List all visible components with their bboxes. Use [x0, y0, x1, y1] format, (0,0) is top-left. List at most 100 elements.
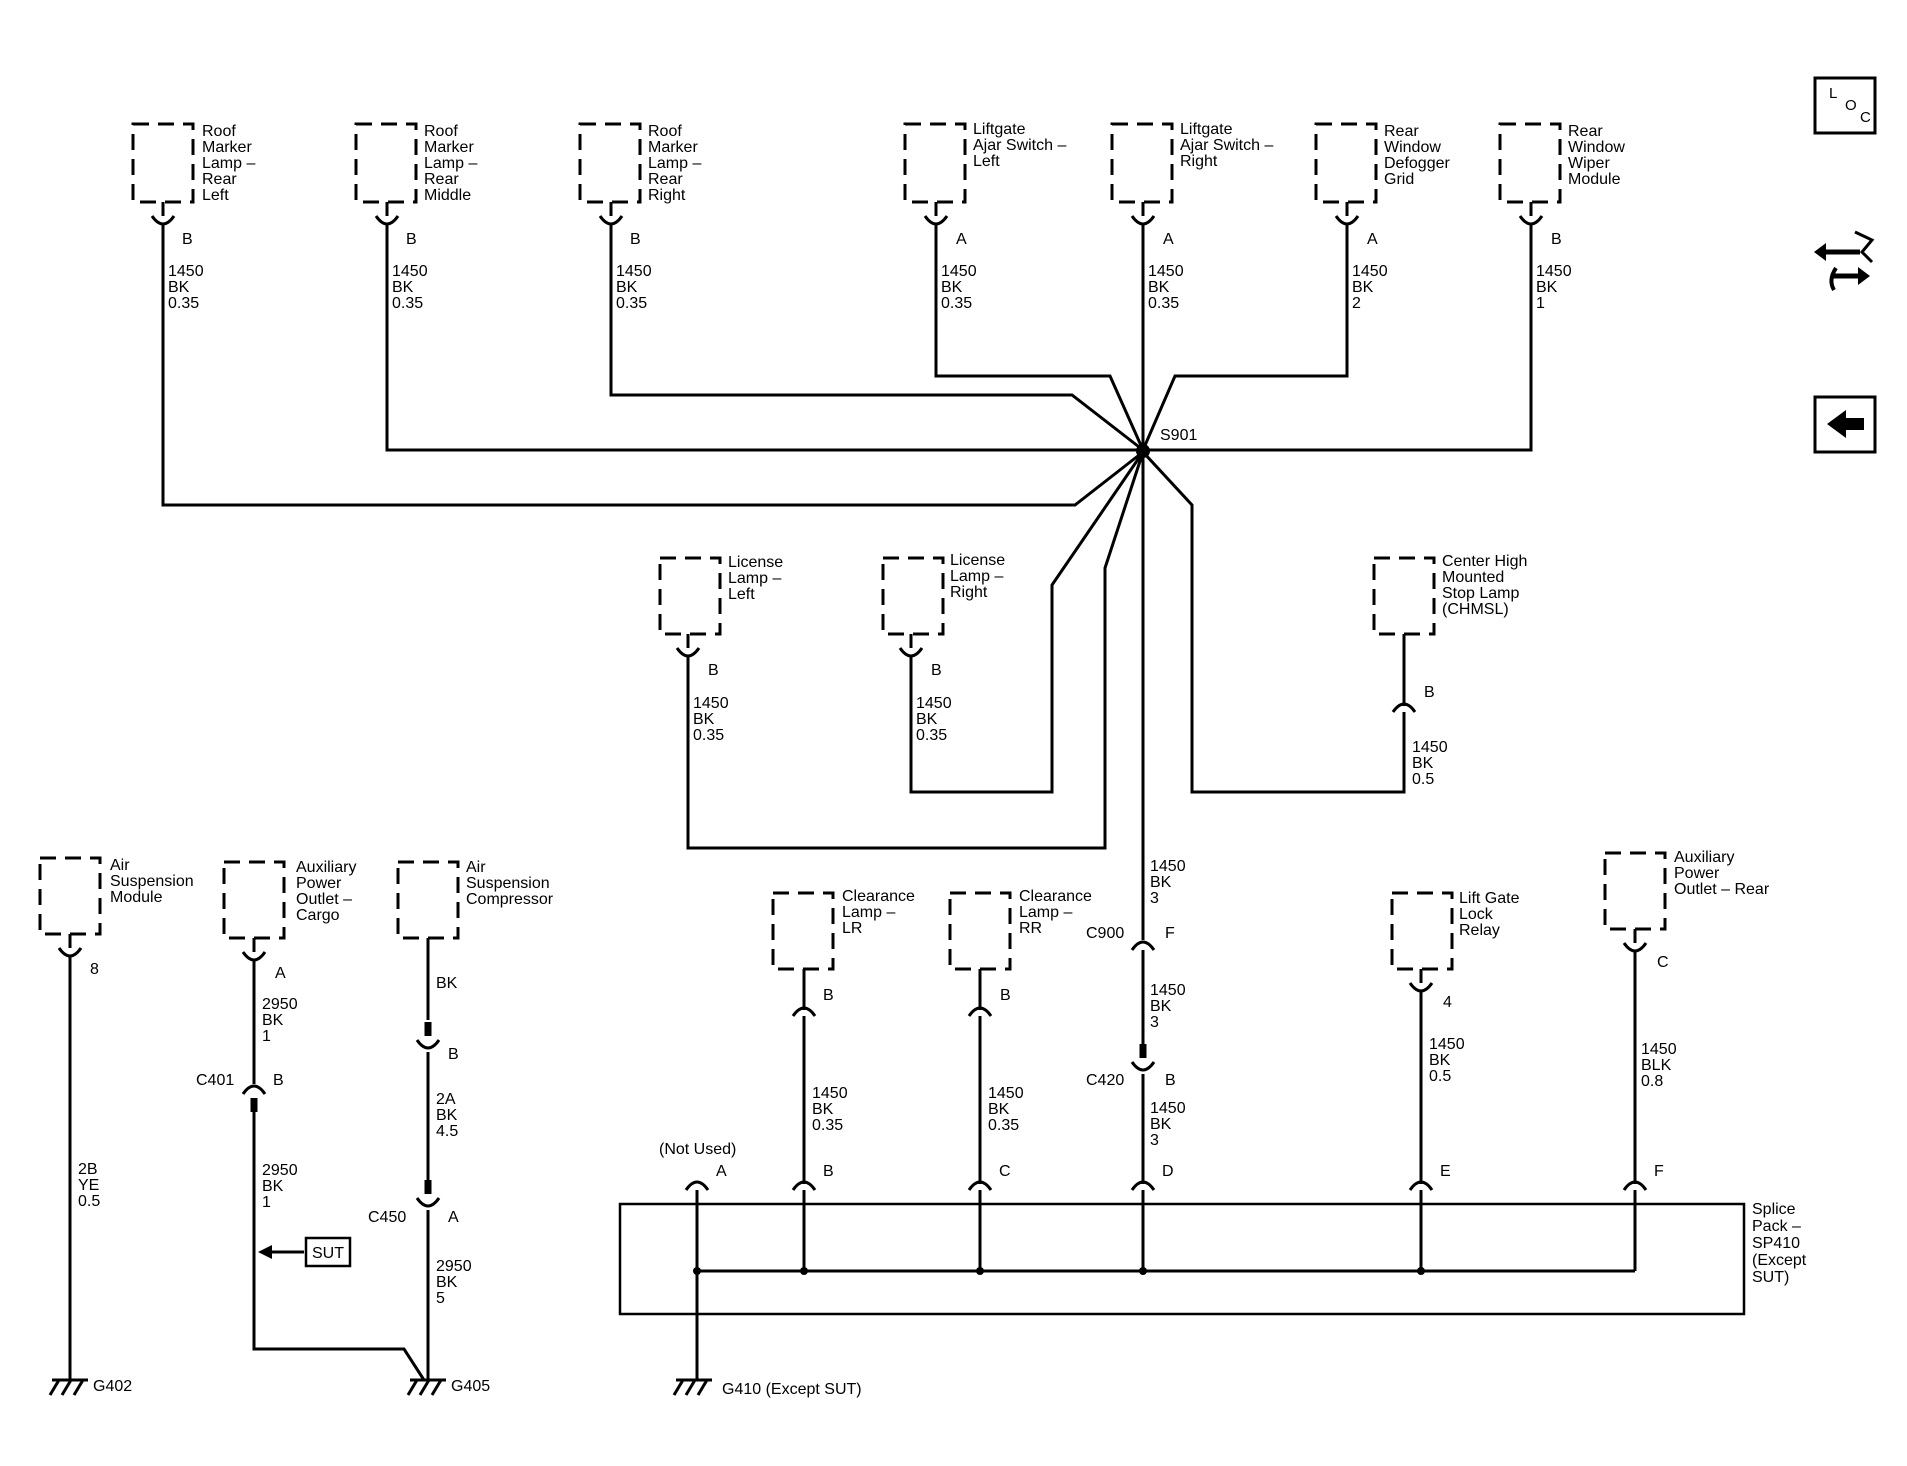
pin-label: B	[708, 662, 719, 679]
connector-pin: B	[1165, 1072, 1176, 1089]
component-label: License Lamp – Right	[950, 552, 1010, 601]
top-wiring-harness	[161, 224, 1533, 507]
connector-name: C900	[1086, 925, 1124, 942]
component-label: Clearance Lamp – LR	[842, 888, 919, 937]
pin-label: B	[406, 231, 417, 248]
wire-label: 1450 BK 0.5	[1429, 1036, 1469, 1085]
wire-label: 1450 BK 0.5	[1412, 739, 1452, 788]
splice-pack-label: Splice Pack – SP410 (Except SUT)	[1752, 1201, 1811, 1286]
ground-label: G405	[451, 1378, 490, 1395]
roof-marker-lamp-rear-right: Roof Marker Lamp – Rear Right B 1450 BK …	[578, 122, 701, 312]
connector-pin: B	[273, 1072, 284, 1089]
pin-label: 4	[1443, 994, 1452, 1011]
liftgate-ajar-switch-left: Liftgate Ajar Switch – Left A 1450 BK 0.…	[903, 121, 1071, 312]
auxiliary-power-outlet-rear: Auxiliary Power Outlet – Rear C 1450 BLK…	[1603, 849, 1770, 1090]
splice-pack-pin-c: C	[967, 1163, 1011, 1191]
wire-label: 2950 BK 1	[262, 996, 302, 1045]
component-label: Roof Marker Lamp – Rear Middle	[424, 123, 482, 204]
wire-label: 1450 BK 0.35	[916, 695, 956, 744]
pin-label: A	[275, 965, 286, 982]
splice-pack-pin-d: D	[1130, 1163, 1174, 1191]
wire-label: 1450 BK 0.35	[168, 263, 208, 312]
loc-icon-c: C	[1860, 109, 1871, 126]
pin-label: A	[956, 231, 967, 248]
rear-window-wiper-module: Rear Window Wiper Module B 1450 BK 1	[1498, 122, 1629, 312]
wire-label: 2950 BK 1	[262, 1162, 302, 1211]
wire-label: 1450 BK 3	[1150, 1100, 1190, 1149]
svg-text:E: E	[1440, 1163, 1451, 1180]
splice-pack-sp410: (Not Used) A B C D E F Splice Pack –	[618, 1141, 1811, 1380]
component-label: Liftgate Ajar Switch – Left	[973, 121, 1071, 170]
clearance-lamp-lr: Clearance Lamp – LR B 1450 BK 0.35	[771, 888, 919, 1134]
clearance-lamp-rr: Clearance Lamp – RR B 1450 BK 0.35	[948, 888, 1092, 1134]
splice-pack-pin-e: E	[1408, 1163, 1451, 1191]
svg-text:B: B	[823, 1163, 834, 1180]
connector-c450: C450 A 2950 BK 5	[368, 1180, 476, 1380]
splice-label: S901	[1160, 427, 1197, 444]
wire-label: 1450 BK 3	[1150, 982, 1190, 1031]
connector-c401: C401 B 2950 BK 1	[196, 1072, 426, 1381]
middle-wiring-harness	[686, 450, 1406, 940]
lift-gate-lock-relay: Lift Gate Lock Relay 4 1450 BK 0.5	[1390, 890, 1524, 1085]
wire-label: 1450 BK 3	[1150, 858, 1190, 907]
component-label: Auxiliary Power Outlet – Cargo	[296, 859, 361, 924]
sut-label: SUT	[312, 1245, 344, 1262]
wire-label: 1450 BK 0.35	[812, 1085, 852, 1134]
roof-marker-lamp-rear-left: Roof Marker Lamp – Rear Left B 1450 BK 0…	[131, 122, 255, 312]
rear-window-defogger-grid: Rear Window Defogger Grid A 1450 BK 2	[1314, 122, 1450, 312]
pin-label: B	[823, 987, 834, 1004]
component-label: Air Suspension Compressor	[466, 859, 554, 908]
sp410-input-wires	[802, 951, 1637, 1184]
connector-name: C401	[196, 1072, 234, 1089]
sut-reference-tag: SUT	[258, 1236, 352, 1268]
pin-label: A	[1163, 231, 1174, 248]
wire-label: 1450 BK 0.35	[392, 263, 432, 312]
ground-label: G410 (Except SUT)	[722, 1381, 862, 1398]
svg-text:D: D	[1162, 1163, 1174, 1180]
pin-label: BK	[436, 975, 458, 992]
location-view-button[interactable]: L O C	[1813, 76, 1877, 135]
ground-g402: G402	[48, 1378, 132, 1396]
splice-pack-pin-b: B	[791, 1163, 834, 1191]
license-lamp-right: License Lamp – Right B 1450 BK 0.35	[881, 552, 1010, 744]
roof-marker-lamp-rear-middle: Roof Marker Lamp – Rear Middle B 1450 BK…	[354, 122, 482, 312]
wire-label: 1450 BLK 0.8	[1641, 1041, 1681, 1090]
pin-label: B	[931, 662, 942, 679]
wire-label: 1450 BK 0.35	[941, 263, 981, 312]
component-label: Air Suspension Module	[110, 857, 198, 906]
ground-g410: G410 (Except SUT)	[672, 1378, 862, 1398]
air-suspension-module: Air Suspension Module 8 2B YE 0.5	[38, 856, 198, 1380]
connector-name: C450	[368, 1209, 406, 1226]
ground-g405: G405	[406, 1378, 490, 1396]
wire-label: 1450 BK 2	[1352, 263, 1392, 312]
connector-view-icon[interactable]	[1814, 230, 1875, 292]
loc-icon-o: O	[1845, 97, 1857, 114]
air-suspension-compressor: Air Suspension Compressor BK B 2A BK 4.5	[396, 859, 554, 1180]
pin-label: 8	[90, 961, 99, 978]
pin-label: B	[182, 231, 193, 248]
connector-c900: C900 F	[1086, 925, 1175, 1048]
back-button[interactable]	[1813, 395, 1877, 454]
svg-text:F: F	[1654, 1163, 1664, 1180]
pin-label: B	[1551, 231, 1562, 248]
loc-icon-l: L	[1829, 85, 1837, 102]
not-used-label: (Not Used)	[659, 1141, 736, 1158]
connector-name: C420	[1086, 1072, 1124, 1089]
pin-label: A	[1367, 231, 1378, 248]
wire-label: 2950 BK 5	[436, 1258, 476, 1307]
svg-text:A: A	[716, 1163, 727, 1180]
pin-label: B	[1000, 987, 1011, 1004]
component-label: Liftgate Ajar Switch – Right	[1180, 121, 1278, 170]
connector-c420: C420 B	[1086, 1044, 1176, 1184]
wire-label: 2A BK 4.5	[436, 1091, 462, 1140]
component-label: Lift Gate Lock Relay	[1459, 890, 1524, 939]
wire-label: 1450 BK 0.35	[1148, 263, 1188, 312]
splice-pack-pin-a: A	[684, 1163, 727, 1191]
pin-label: B	[630, 231, 641, 248]
ground-label: G402	[93, 1378, 132, 1395]
pin-label: B	[1424, 684, 1435, 701]
wire-label: 1450 BK 0.35	[616, 263, 656, 312]
component-label: Center High Mounted Stop Lamp (CHMSL)	[1442, 553, 1532, 618]
component-label: Rear Window Wiper Module	[1568, 123, 1629, 188]
